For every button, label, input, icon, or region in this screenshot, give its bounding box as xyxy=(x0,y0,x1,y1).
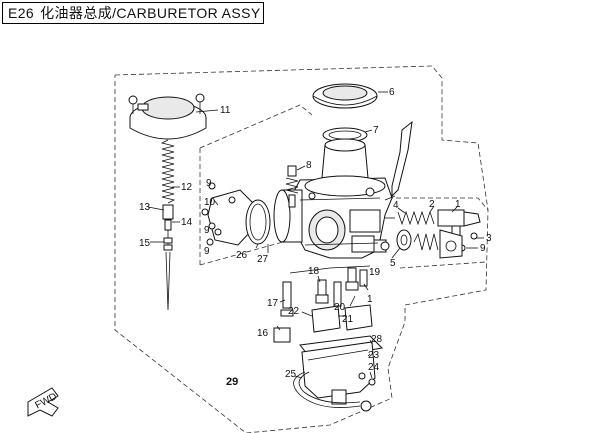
callout-23: 23 xyxy=(368,350,380,361)
jet-needle-holder-part xyxy=(162,204,174,250)
callout-1-low: 1 xyxy=(367,294,373,305)
float-bowl-part xyxy=(301,341,376,405)
fuel-hose-part xyxy=(384,120,413,201)
callout-15: 15 xyxy=(139,238,151,249)
assembly-boundary-inner xyxy=(199,104,313,149)
carburetor-body-part xyxy=(273,138,393,259)
callout-17: 17 xyxy=(267,298,279,309)
callout-6: 6 xyxy=(389,87,395,98)
callout-24: 24 xyxy=(368,362,380,373)
diagram-title-text: 化油器总成/CARBURETOR ASSY xyxy=(40,5,261,21)
callout-11: 11 xyxy=(220,105,231,116)
callout-2: 2 xyxy=(429,199,435,210)
callout-3: 3 xyxy=(486,233,492,244)
jet-parts xyxy=(273,267,368,343)
callout-9-mid: 9 xyxy=(204,225,210,236)
top-cover-part xyxy=(128,93,207,140)
callout-8: 8 xyxy=(306,160,312,171)
o-ring-inner xyxy=(249,203,267,241)
jet-needle-part xyxy=(163,237,173,311)
callout-7: 7 xyxy=(373,125,379,136)
callout-26: 26 xyxy=(236,250,248,261)
idle-screw-part xyxy=(285,165,299,208)
accelerator-boundary-lower xyxy=(399,261,487,269)
callout-5: 5 xyxy=(390,258,396,269)
callout-10: 10 xyxy=(204,197,216,208)
accelerator-pump-part xyxy=(380,209,481,259)
callout-9-right: 9 xyxy=(480,243,486,254)
callout-9-low: 9 xyxy=(204,246,210,257)
callout-12: 12 xyxy=(181,182,193,193)
callout-25: 25 xyxy=(285,369,297,380)
callout-4: 4 xyxy=(393,200,399,211)
assembly-boundary xyxy=(114,65,489,433)
forward-direction-arrow: FWD xyxy=(27,387,59,417)
diagram-title: E26 化油器总成/CARBURETOR ASSY xyxy=(2,2,264,24)
cover-plate-part xyxy=(201,182,256,246)
callout-14: 14 xyxy=(181,217,193,228)
callout-9-top: 9 xyxy=(206,178,212,189)
callout-22: 22 xyxy=(288,306,300,317)
callout-20: 20 xyxy=(334,302,346,313)
callout-28: 28 xyxy=(371,334,383,345)
callout-13: 13 xyxy=(139,202,151,213)
accelerator-boundary xyxy=(388,197,489,211)
callout-27: 27 xyxy=(257,254,269,265)
callout-29-assembly: 29 xyxy=(226,376,238,388)
float-part xyxy=(311,304,373,333)
diaphragm-part xyxy=(312,83,378,109)
leader-lines xyxy=(147,91,484,379)
callout-1-right: 1 xyxy=(455,199,461,210)
drain-hose-part xyxy=(293,371,376,412)
callout-19: 19 xyxy=(369,267,381,278)
diagram-code: E26 xyxy=(8,5,35,21)
callout-21: 21 xyxy=(342,314,354,325)
callout-18: 18 xyxy=(308,266,320,277)
callout-16: 16 xyxy=(257,328,269,339)
throttle-spring-part xyxy=(160,139,176,204)
